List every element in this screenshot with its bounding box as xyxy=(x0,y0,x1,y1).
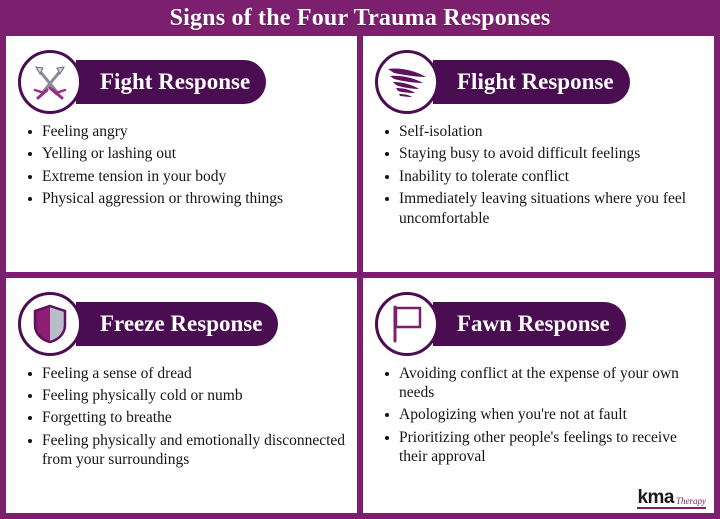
list-item: Forgetting to breathe xyxy=(28,408,347,427)
list-item: Prioritizing other people's feelings to … xyxy=(385,428,704,467)
list-item: Inability to tolerate conflict xyxy=(385,167,704,186)
card-fawn-header: Fawn Response xyxy=(375,291,704,356)
shield-icon xyxy=(18,291,82,356)
logo-underline xyxy=(637,507,706,509)
title-bar: Signs of the Four Trauma Responses xyxy=(0,0,720,36)
card-fight-header: Fight Response xyxy=(18,50,347,114)
card-fight: Fight Response Feeling angry Yelling or … xyxy=(6,36,357,272)
card-freeze-list: Feeling a sense of dread Feeling physica… xyxy=(18,364,347,470)
card-flight: Flight Response Self-isolation Staying b… xyxy=(363,36,714,272)
card-flight-list: Self-isolation Staying busy to avoid dif… xyxy=(375,122,704,228)
list-item: Feeling physically cold or numb xyxy=(28,386,347,405)
list-item: Apologizing when you're not at fault xyxy=(385,405,704,424)
list-item: Feeling a sense of dread xyxy=(28,364,347,383)
card-fight-list: Feeling angry Yelling or lashing out Ext… xyxy=(18,122,347,209)
list-item: Staying busy to avoid difficult feelings xyxy=(385,144,704,163)
card-fawn-heading: Fawn Response xyxy=(433,301,626,346)
page-title: Signs of the Four Trauma Responses xyxy=(169,4,551,31)
list-item: Self-isolation xyxy=(385,122,704,141)
crossed-swords-icon xyxy=(18,50,82,114)
card-fawn-list: Avoiding conflict at the expense of your… xyxy=(375,364,704,467)
card-fight-heading: Fight Response xyxy=(76,60,267,104)
list-item: Avoiding conflict at the expense of your… xyxy=(385,364,704,403)
list-item: Yelling or lashing out xyxy=(28,144,347,163)
card-fawn: Fawn Response Avoiding conflict at the e… xyxy=(363,277,714,513)
cards-grid: Fight Response Feeling angry Yelling or … xyxy=(0,36,720,519)
card-freeze-heading: Freeze Response xyxy=(76,301,279,346)
logo-main-text: kma xyxy=(637,487,674,508)
card-freeze-header: Freeze Response xyxy=(18,291,347,356)
list-item: Extreme tension in your body xyxy=(28,167,347,186)
logo: kma Therapy xyxy=(637,487,706,509)
list-item: Physical aggression or throwing things xyxy=(28,189,347,208)
card-flight-header: Flight Response xyxy=(375,50,704,114)
list-item: Immediately leaving situations where you… xyxy=(385,189,704,228)
white-flag-icon xyxy=(375,291,439,356)
list-item: Feeling angry xyxy=(28,122,347,141)
card-flight-heading: Flight Response xyxy=(433,60,630,104)
list-item: Feeling physically and emotionally disco… xyxy=(28,431,347,470)
wing-icon xyxy=(375,50,439,114)
logo-sub-text: Therapy xyxy=(676,496,706,506)
card-freeze: Freeze Response Feeling a sense of dread… xyxy=(6,277,357,513)
